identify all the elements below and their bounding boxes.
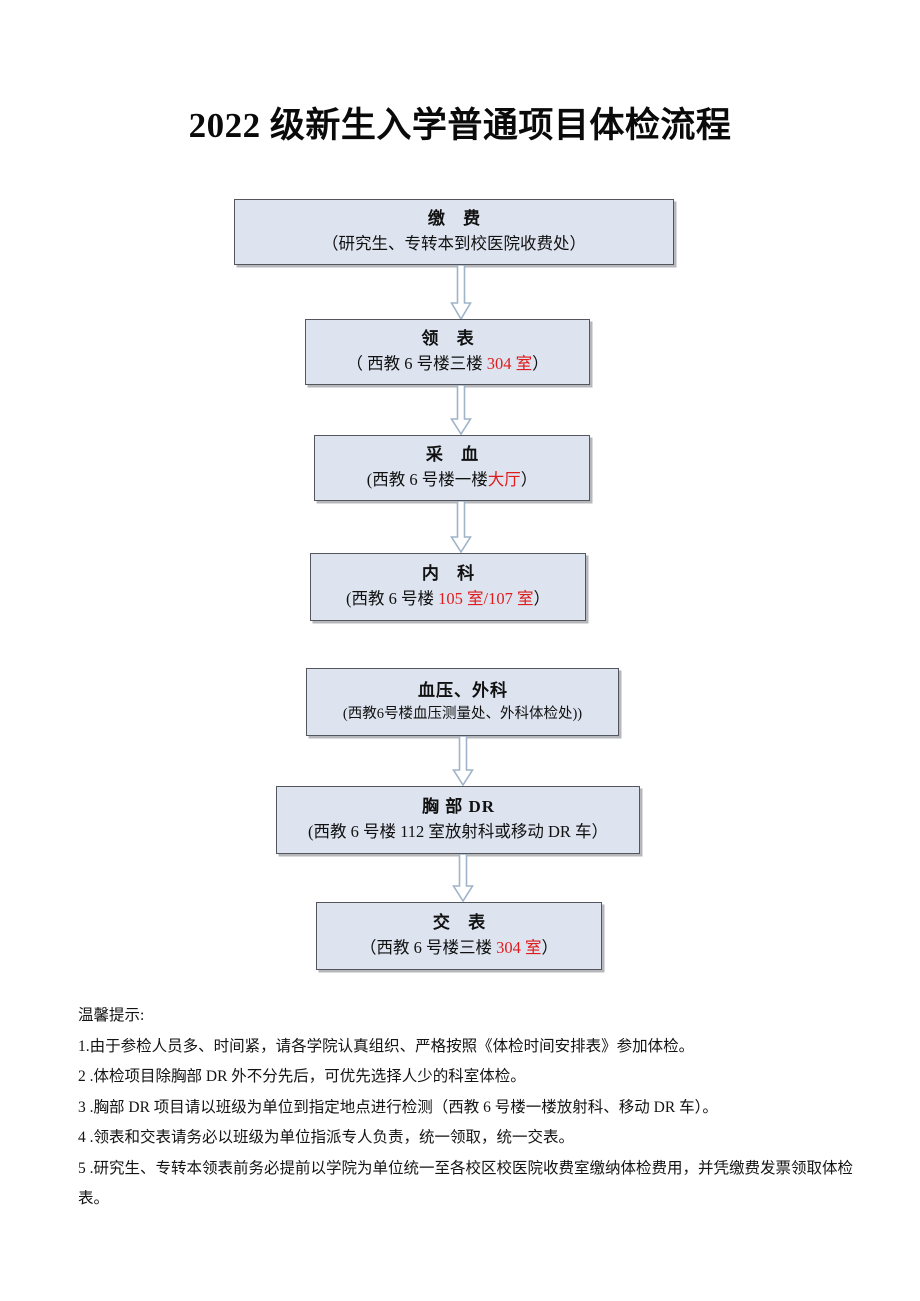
flow-node-title: 交 表 bbox=[432, 913, 493, 933]
subtitle-prefix: （ 西教 6 号楼三楼 bbox=[346, 354, 487, 374]
subtitle-suffix: ） bbox=[541, 938, 559, 958]
note-item: 4 .领表和交表请务必以班级为单位指派专人负责，统一领取，统一交表。 bbox=[78, 1129, 575, 1147]
flow-node-subtitle: (西教6号楼血压测量处、外科体检处)) bbox=[343, 704, 582, 724]
flow-node-subtitle: (西教 6 号楼 112 室放射科或移动 DR 车） bbox=[308, 820, 608, 843]
flowchart: 缴 费 （研究生、专转本到校医院收费处） 领 表 （ 西教 6 号楼三楼 304… bbox=[234, 199, 674, 970]
flow-arrow-down bbox=[450, 385, 472, 435]
flow-node-subtitle: （ 西教 6 号楼三楼 304 室） bbox=[346, 352, 548, 375]
flow-arrow-down bbox=[450, 265, 472, 320]
note-item: 5 .研究生、专转本领表前务必提前以学院为单位统一至各校区校医院收费室缴纳体检费… bbox=[78, 1159, 854, 1208]
notes-heading: 温馨提示: bbox=[78, 1007, 145, 1024]
notes-section: 温馨提示: 1.由于参检人员多、时间紧，请各学院认真组织、严格按照《体检时间安排… bbox=[78, 1001, 878, 1215]
note-item: 1.由于参检人员多、时间紧，请各学院认真组织、严格按照《体检时间安排表》参加体检… bbox=[78, 1037, 695, 1055]
subtitle-highlight: 304 室 bbox=[486, 354, 533, 374]
flow-node-blood-draw: 采 血 (西教 6 号楼一楼大厅） bbox=[314, 435, 590, 501]
subtitle-suffix: ） bbox=[532, 354, 549, 374]
flow-node-title: 领 表 bbox=[421, 329, 481, 349]
flow-arrow-down bbox=[452, 736, 474, 786]
subtitle-prefix: (西教 6 号楼一楼 bbox=[366, 470, 488, 490]
subtitle-prefix: （研究生、专转本到校医院收费处） bbox=[322, 234, 586, 254]
flow-node-blood-pressure-surgery: 血压、外科 (西教6号楼血压测量处、外科体检处)) bbox=[306, 668, 619, 736]
flow-node-subtitle: （研究生、专转本到校医院收费处） bbox=[322, 232, 586, 255]
flow-node-payment: 缴 费 （研究生、专转本到校医院收费处） bbox=[234, 199, 674, 265]
flow-node-title: 缴 费 bbox=[427, 209, 488, 229]
subtitle-prefix: (西教 6 号楼 bbox=[346, 589, 439, 609]
flow-arrow-down bbox=[452, 854, 474, 902]
flow-arrow-down bbox=[450, 501, 472, 553]
flow-node-internal-medicine: 内 科 (西教 6 号楼 105 室/107 室） bbox=[310, 553, 586, 621]
subtitle-suffix: ） bbox=[520, 470, 538, 490]
flow-node-title: 采 血 bbox=[425, 445, 486, 465]
subtitle-prefix: (西教 6 号楼 112 室放射科或移动 DR 车） bbox=[307, 822, 609, 842]
flow-node-subtitle: （西教 6 号楼三楼 304 室） bbox=[360, 936, 558, 959]
flow-node-title: 胸 部 DR bbox=[421, 797, 496, 817]
flow-node-submit-form: 交 表 （西教 6 号楼三楼 304 室） bbox=[316, 902, 602, 970]
subtitle-highlight: 304 室 bbox=[496, 938, 542, 958]
subtitle-prefix: (西教6号楼血压测量处、外科体检处)) bbox=[342, 705, 583, 722]
flow-node-chest-dr: 胸 部 DR (西教 6 号楼 112 室放射科或移动 DR 车） bbox=[276, 786, 640, 854]
flow-node-get-form: 领 表 （ 西教 6 号楼三楼 304 室） bbox=[305, 319, 590, 385]
subtitle-suffix: ） bbox=[533, 589, 550, 609]
flow-node-title: 血压、外科 bbox=[418, 680, 508, 700]
flow-node-subtitle: (西教 6 号楼一楼大厅） bbox=[367, 468, 538, 491]
subtitle-highlight: 105 室/107 室 bbox=[438, 589, 534, 609]
subtitle-prefix: （西教 6 号楼三楼 bbox=[360, 938, 497, 958]
flow-node-subtitle: (西教 6 号楼 105 室/107 室） bbox=[346, 587, 550, 610]
note-item: 3 .胸部 DR 项目请以班级为单位到指定地点进行检测（西教 6 号楼一楼放射科… bbox=[78, 1098, 718, 1116]
note-item: 2 .体检项目除胸部 DR 外不分先后，可优先选择人少的科室体检。 bbox=[78, 1068, 526, 1086]
subtitle-highlight: 大厅 bbox=[487, 470, 521, 490]
flow-node-title: 内 科 bbox=[421, 564, 482, 584]
page-title: 2022 级新生入学普通项目体检流程 bbox=[188, 106, 732, 145]
